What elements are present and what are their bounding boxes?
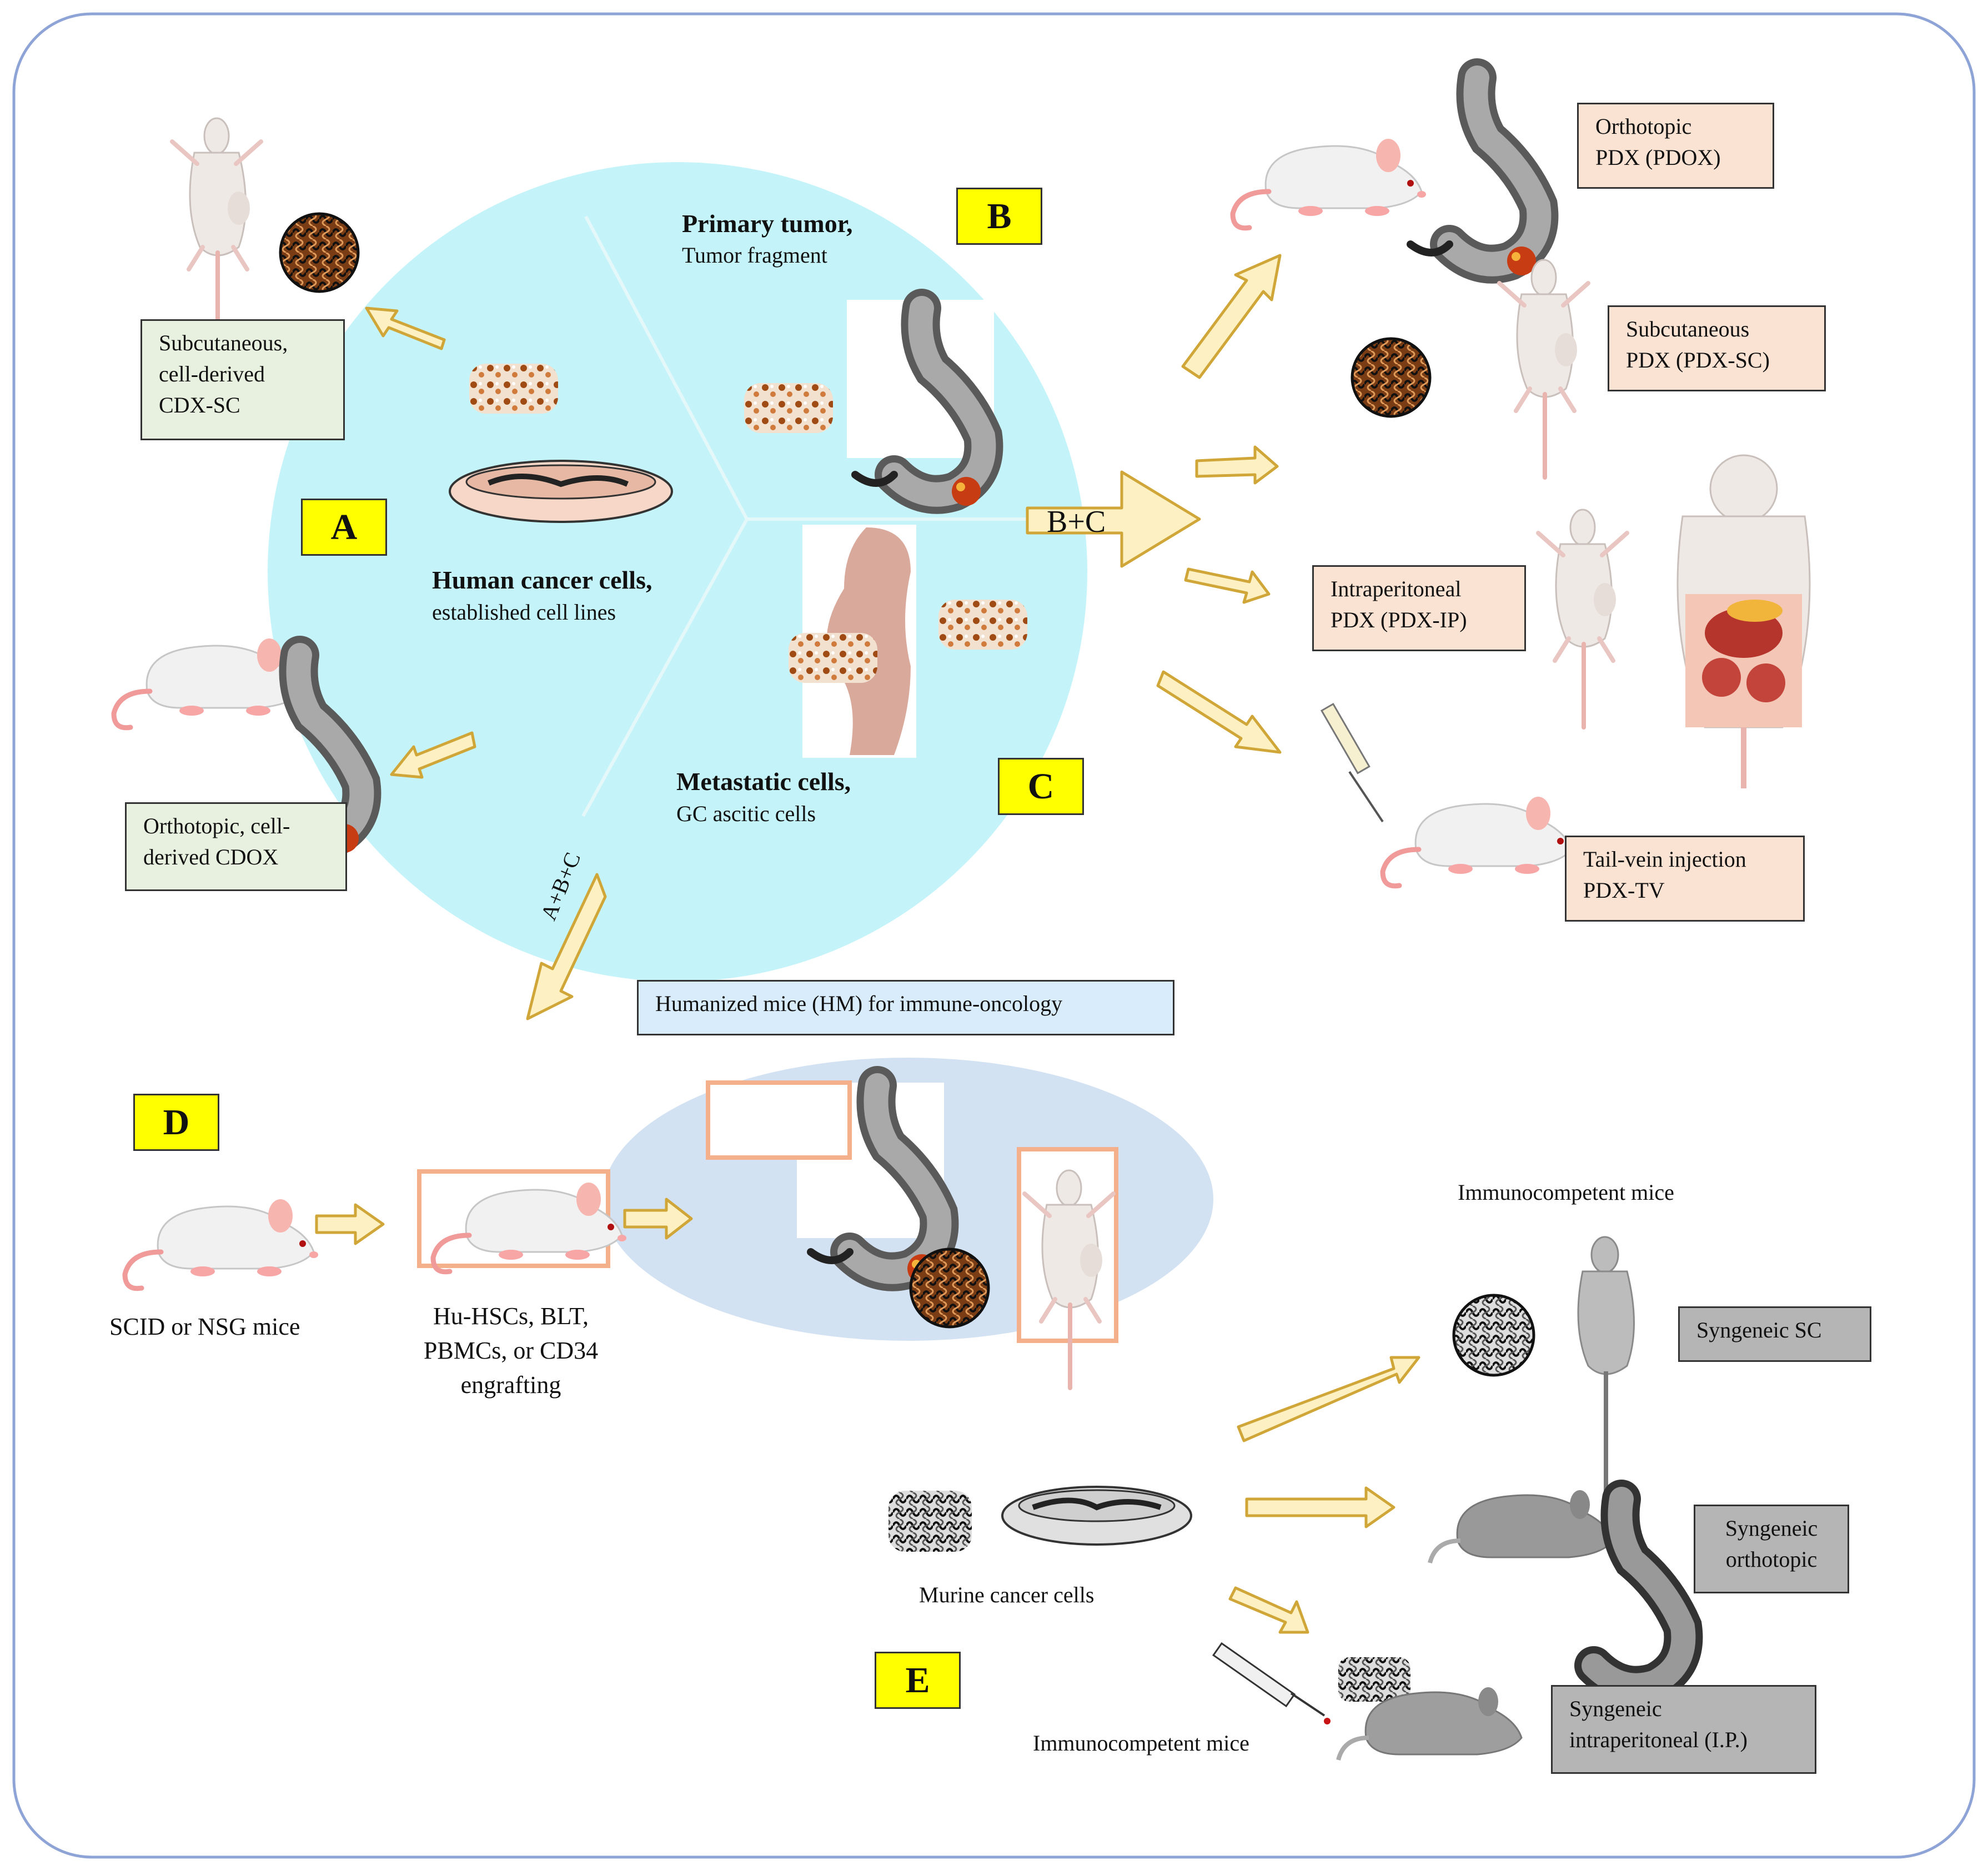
- pdx-sc-box: Subcutaneous PDX (PDX-SC): [1608, 305, 1826, 391]
- pdx-tv-line-1: Tail-vein injection: [1583, 847, 1746, 872]
- pdx-ip-line-2: PDX (PDX-IP): [1331, 607, 1467, 632]
- pdx-sc-line-2: PDX (PDX-SC): [1626, 348, 1770, 373]
- humanized-title: Humanized mice (HM) for immune-oncology: [655, 991, 1063, 1016]
- cdox-line-2: derived CDOX: [143, 844, 279, 869]
- metastatic-title: Metastatic cells,: [676, 767, 851, 796]
- syngeneic-ip-line-2: intraperitoneal (I.P.): [1569, 1727, 1748, 1752]
- syngeneic-ip-line-1: Syngeneic: [1569, 1696, 1662, 1721]
- cdox-box: Orthotopic, cell- derived CDOX: [125, 802, 347, 891]
- cdox-line-1: Orthotopic, cell-: [143, 813, 290, 838]
- label-d: D: [133, 1094, 219, 1151]
- label-e: E: [875, 1652, 961, 1709]
- cdx-sc-line-2: cell-derived: [159, 361, 265, 386]
- cdx-sc-line-1: Subcutaneous,: [159, 330, 288, 355]
- immunocompetent-top-label: Immunocompetent mice: [1458, 1180, 1674, 1205]
- pdox-line-2: PDX (PDOX): [1595, 145, 1721, 170]
- pdox-line-1: Orthotopic: [1595, 114, 1692, 139]
- scid-label: SCID or NSG mice: [109, 1313, 300, 1340]
- pdox-box: Orthotopic PDX (PDOX): [1577, 103, 1774, 189]
- human-cells-title: Human cancer cells,: [432, 566, 652, 594]
- syngeneic-sc-box: Syngeneic SC: [1678, 1306, 1871, 1362]
- humanized-title-box: Humanized mice (HM) for immune-oncology: [637, 980, 1174, 1035]
- pdx-ip-line-1: Intraperitoneal: [1331, 576, 1462, 601]
- cdx-sc-line-3: CDX-SC: [159, 393, 240, 418]
- label-c: C: [998, 758, 1084, 815]
- label-b: B: [956, 188, 1042, 245]
- immunocompetent-bottom-label: Immunocompetent mice: [1033, 1731, 1249, 1756]
- engraft-line-3: engrafting: [460, 1371, 561, 1399]
- arrow-bc-label: B+C: [1047, 505, 1106, 539]
- syngeneic-ip-box: Syngeneic intraperitoneal (I.P.): [1551, 1685, 1816, 1774]
- murine-cells-label: Murine cancer cells: [919, 1582, 1095, 1607]
- label-a: A: [301, 499, 387, 556]
- primary-tumor-title: Primary tumor,: [682, 209, 853, 238]
- engraft-label: Hu-HSCs, BLT, PBMCs, or CD34 engrafting: [422, 1299, 600, 1402]
- human-cells-sub: established cell lines: [432, 600, 616, 625]
- pdx-tv-line-2: PDX-TV: [1583, 878, 1665, 903]
- metastatic-sub: GC ascitic cells: [676, 801, 816, 826]
- syngeneic-ortho-line-1: Syngeneic: [1725, 1516, 1818, 1541]
- engraft-line-1: Hu-HSCs, BLT,: [433, 1302, 589, 1330]
- syngeneic-ortho-line-2: orthotopic: [1725, 1547, 1818, 1572]
- pdx-tv-box: Tail-vein injection PDX-TV: [1565, 836, 1805, 922]
- syngeneic-ortho-box: Syngeneic orthotopic: [1694, 1505, 1849, 1593]
- syngeneic-sc-label: Syngeneic SC: [1696, 1317, 1822, 1342]
- cdx-sc-box: Subcutaneous, cell-derived CDX-SC: [140, 319, 345, 440]
- primary-tumor-sub: Tumor fragment: [682, 243, 827, 268]
- pdx-ip-box: Intraperitoneal PDX (PDX-IP): [1312, 565, 1526, 651]
- engraft-line-2: PBMCs, or CD34: [423, 1337, 599, 1364]
- pdx-sc-line-1: Subcutaneous: [1626, 316, 1750, 341]
